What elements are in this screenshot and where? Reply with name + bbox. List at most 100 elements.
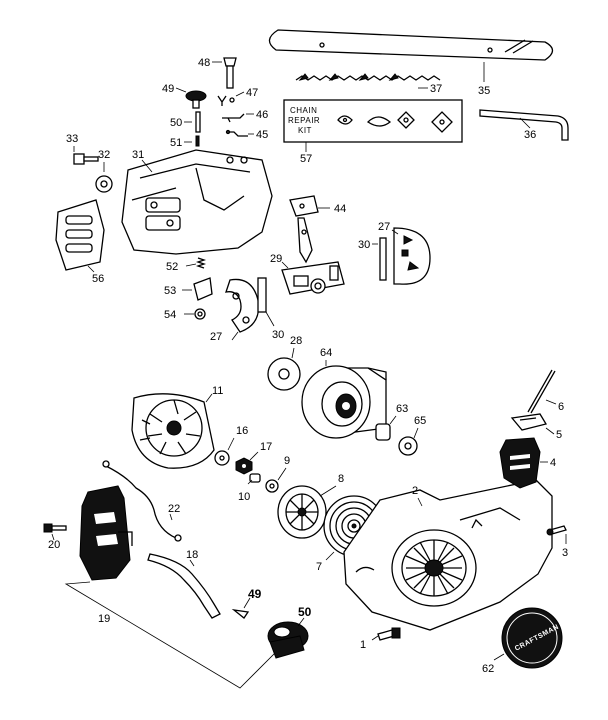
clutch-assembly-icon [393, 227, 431, 285]
spring-icon [195, 257, 207, 269]
starter-housing-icon [343, 479, 553, 631]
callout-30-right: 30 [358, 239, 370, 251]
callout-37: 37 [430, 83, 442, 95]
washer-icon [95, 175, 113, 193]
callout-56: 56 [92, 273, 104, 285]
callout-47: 47 [246, 87, 258, 99]
bearing-icon [375, 423, 391, 441]
thrust-washer-icon [267, 357, 301, 391]
callout-65: 65 [414, 415, 426, 427]
callout-29: 29 [270, 253, 282, 265]
kit-label-line-1: CHAIN [290, 106, 317, 115]
callout-16: 16 [236, 425, 248, 437]
callout-44: 44 [334, 203, 346, 215]
clip-icon [225, 129, 248, 137]
spark-wire-icon [527, 369, 556, 414]
callout-57: 57 [300, 153, 312, 165]
callout-22: 22 [168, 503, 180, 515]
callout-8: 8 [338, 473, 344, 485]
callout-50-bottom: 50 [298, 605, 312, 619]
flywheel-washer-icon [214, 450, 230, 466]
callout-36: 36 [524, 129, 536, 141]
kit-label-line-3: KIT [298, 126, 312, 135]
ground-wire-icon [102, 460, 182, 542]
callout-46: 46 [256, 109, 268, 121]
saw-chain-icon [295, 73, 441, 81]
gasket-icon [222, 113, 245, 123]
craftsman-badge-icon: CRAFTSMAN [501, 607, 563, 669]
clutch-shoe-icon [225, 278, 260, 333]
chain-repair-kit-icon: CHAIN REPAIR KIT [283, 99, 463, 143]
chain-guard-icon [55, 199, 105, 271]
brake-bracket-icon [281, 261, 345, 295]
callout-45: 45 [256, 129, 268, 141]
valve-icon [217, 95, 235, 106]
callout-35: 35 [478, 85, 490, 97]
callout-10: 10 [238, 491, 250, 503]
spring-bar-icon [257, 277, 267, 313]
callout-52: 52 [166, 261, 178, 273]
callout-28: 28 [290, 335, 302, 347]
callout-19: 19 [98, 613, 110, 625]
callout-18: 18 [186, 549, 198, 561]
hex-wrench-icon [479, 109, 569, 141]
assembly-bracket [64, 581, 283, 689]
oil-cap-icon [223, 57, 237, 89]
ignition-module-icon [79, 485, 133, 581]
callout-7: 7 [316, 561, 322, 573]
guide-bar-icon [268, 29, 554, 61]
callout-6: 6 [558, 401, 564, 413]
ignition-screw-icon [43, 523, 67, 533]
callout-27-right: 27 [378, 221, 390, 233]
wedge-icon [231, 609, 250, 619]
callout-9: 9 [284, 455, 290, 467]
fuel-cap-icon [185, 90, 207, 109]
callout-54: 54 [164, 309, 176, 321]
callout-49-top: 49 [162, 83, 174, 95]
callout-20: 20 [48, 539, 60, 551]
outer-washer-icon [398, 436, 418, 456]
grommet-icon [267, 621, 309, 659]
starter-washer-icon [265, 479, 279, 493]
nut-icon [194, 308, 206, 320]
bolt-icon [73, 153, 99, 165]
callout-4: 4 [550, 457, 556, 469]
callout-53: 53 [164, 285, 176, 297]
callout-31: 31 [132, 149, 144, 161]
flywheel-nut-icon [235, 457, 253, 475]
callout-50-top: 50 [170, 117, 182, 129]
callout-51: 51 [170, 137, 182, 149]
starter-pulley-icon [277, 485, 327, 539]
housing-screw-icon [377, 627, 401, 641]
callout-33: 33 [66, 133, 78, 145]
spark-plug-boot-icon [499, 437, 541, 489]
kit-label-line-2: REPAIR [288, 116, 320, 125]
pawl-spacer-icon [249, 473, 261, 483]
callout-49-bottom: 49 [248, 587, 262, 601]
lever-icon [193, 277, 213, 301]
terminal-icon [510, 413, 548, 431]
crankcase-housing-icon [121, 149, 273, 255]
lead-wire-icon [147, 553, 221, 619]
flywheel-icon [131, 393, 215, 469]
callout-30-mid: 30 [272, 329, 284, 341]
callout-32: 32 [98, 149, 110, 161]
callout-17: 17 [260, 441, 272, 453]
callout-62: 62 [482, 663, 494, 675]
spring-bar-right-icon [379, 237, 387, 281]
callout-1: 1 [360, 639, 366, 651]
callout-27-left: 27 [210, 331, 222, 343]
callout-5: 5 [556, 429, 562, 441]
handle-screw-icon [546, 525, 567, 536]
callout-48: 48 [198, 57, 210, 69]
oil-pump-icon [289, 195, 319, 264]
pin-icon [195, 111, 201, 133]
callout-11: 11 [212, 385, 223, 397]
callout-63: 63 [396, 403, 408, 415]
callout-64: 64 [320, 347, 332, 359]
callout-3: 3 [562, 547, 568, 559]
callout-2: 2 [412, 485, 418, 497]
screw-small-icon [195, 135, 200, 147]
clutch-drum-icon [301, 365, 387, 439]
